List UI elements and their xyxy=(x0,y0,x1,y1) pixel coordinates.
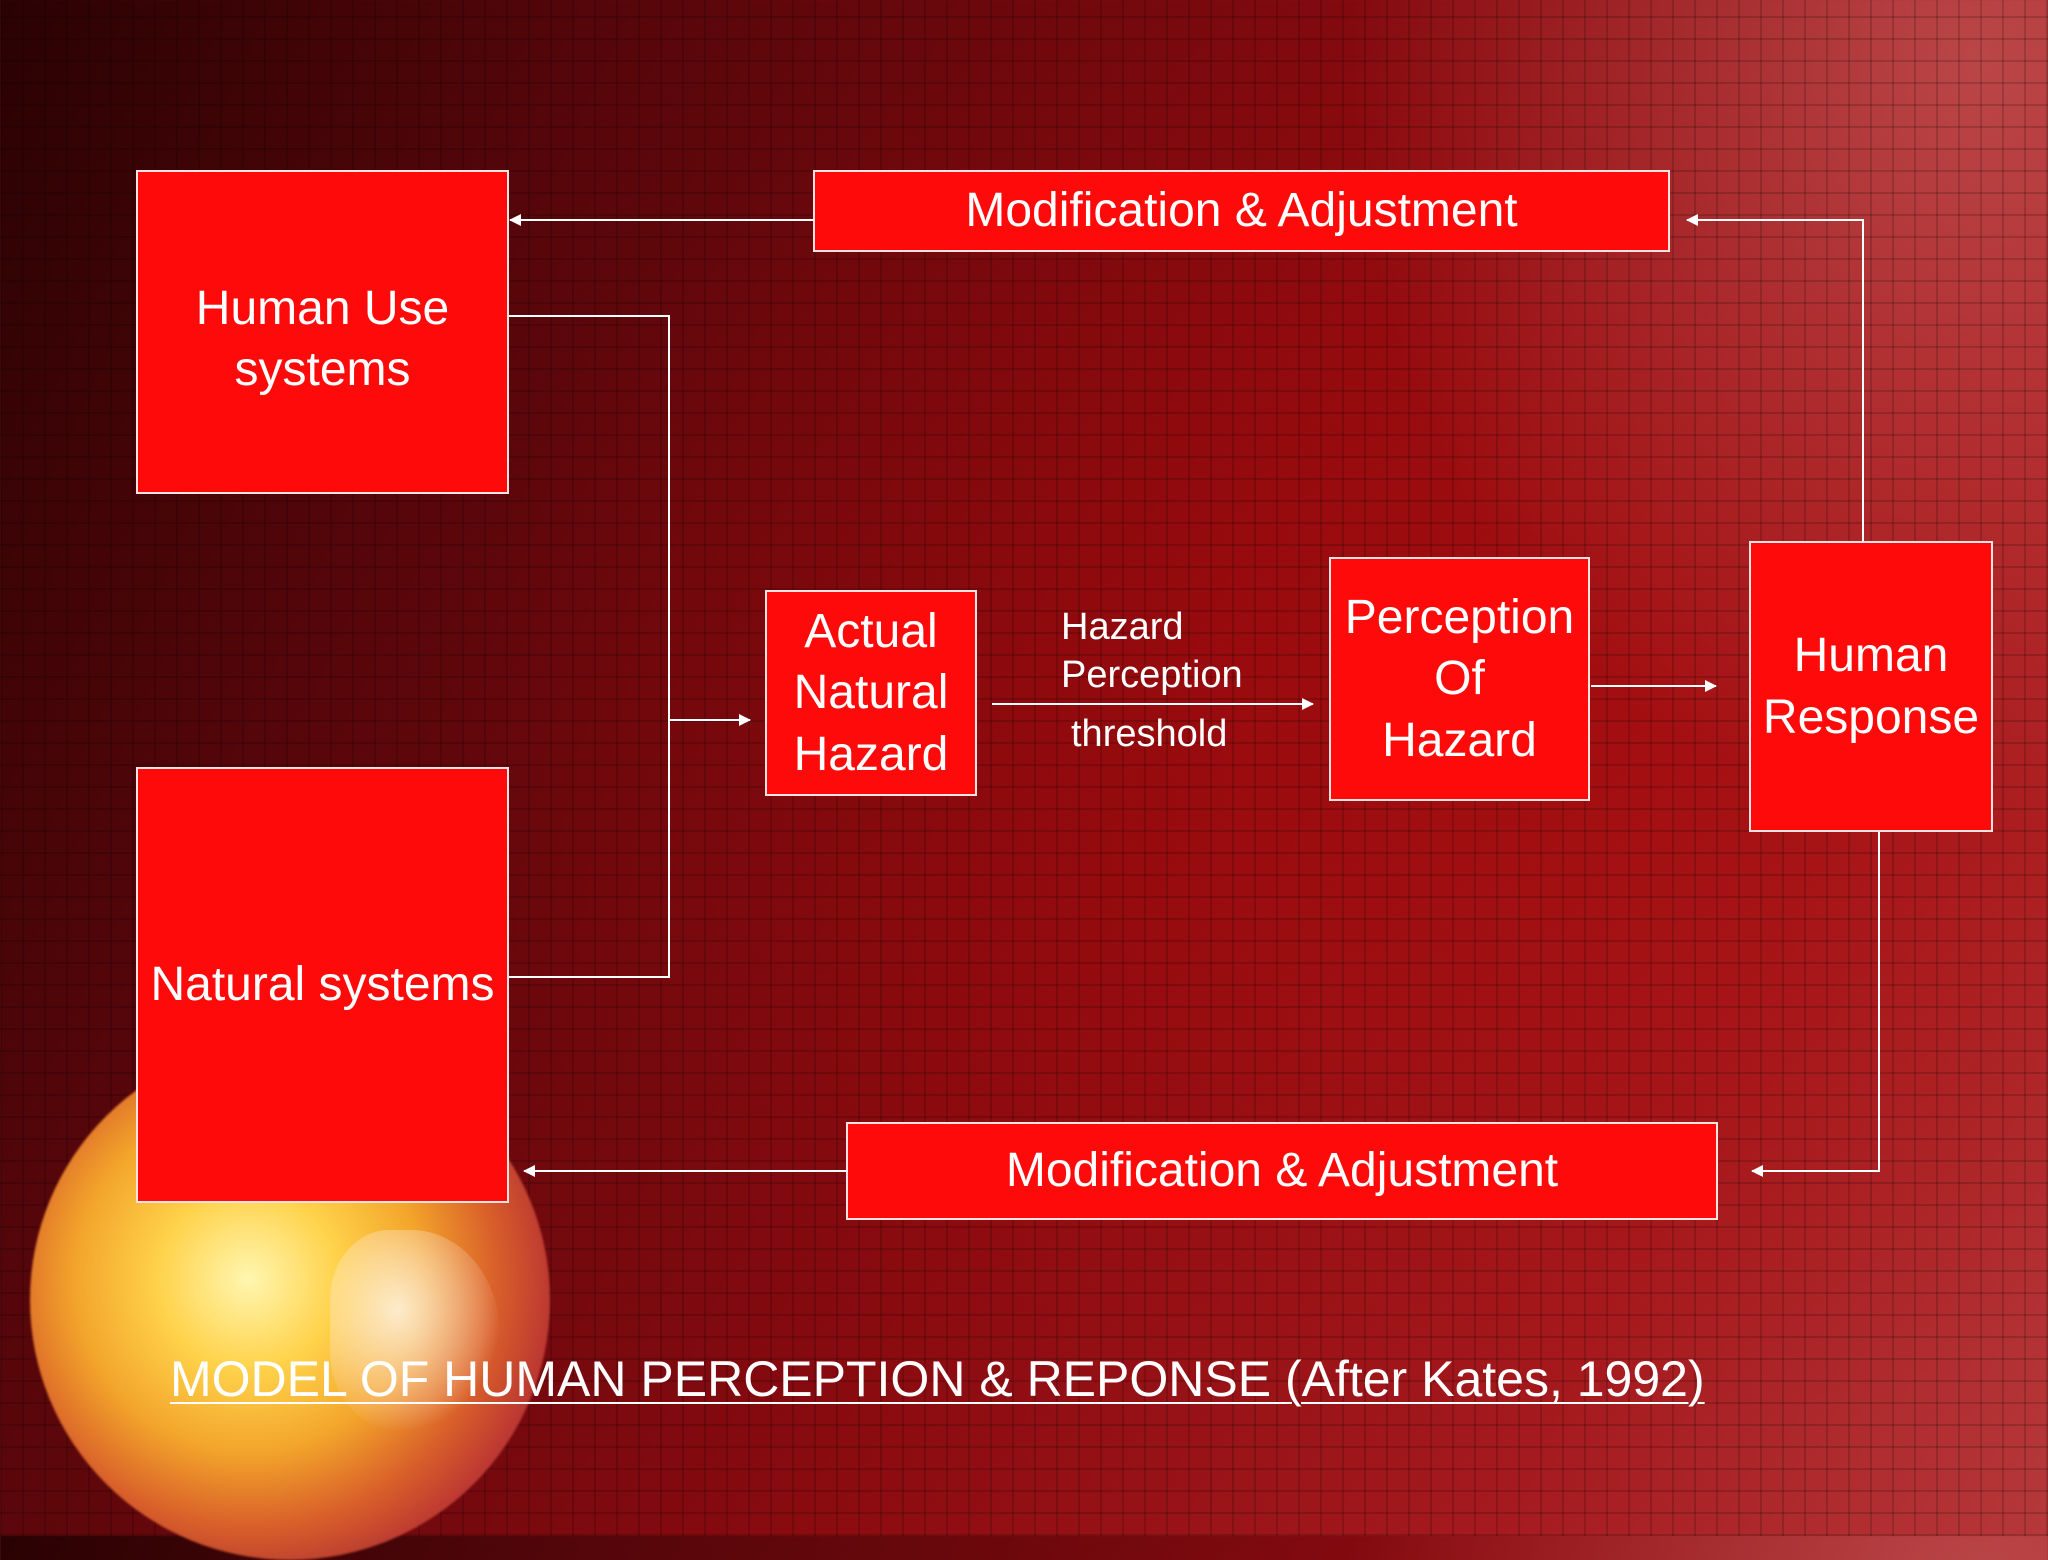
human-response-label: Human Response xyxy=(1762,629,1980,744)
connector-natural xyxy=(508,720,670,978)
threshold-label-hazard: Hazard xyxy=(1061,606,1184,648)
arrow-response-to-top-mod xyxy=(1686,214,1864,542)
human-use-systems-box: Human Use systems xyxy=(136,170,509,494)
modification-adjustment-bottom-label: Modification & Adjustment xyxy=(1005,1144,1559,1198)
natural-systems-box: Natural systems xyxy=(136,767,509,1203)
threshold-label-threshold: threshold xyxy=(1071,713,1228,755)
perception-of-hazard-label: Perception Of Hazard xyxy=(1344,590,1575,767)
actual-natural-hazard-box: Actual Natural Hazard xyxy=(765,590,977,796)
perception-of-hazard-box: Perception Of Hazard xyxy=(1329,557,1590,801)
globe-landmass xyxy=(330,1230,500,1430)
arrow-response-to-bottom-mod xyxy=(1751,832,1880,1177)
modification-adjustment-top-label: Modification & Adjustment xyxy=(965,184,1518,238)
human-use-systems-label: Human Use systems xyxy=(195,282,450,397)
human-response-box: Human Response xyxy=(1749,541,1993,832)
modification-adjustment-top-box: Modification & Adjustment xyxy=(813,170,1670,252)
connector-human-use xyxy=(508,315,670,720)
threshold-label-perception: Perception xyxy=(1061,654,1243,696)
actual-natural-hazard-label: Actual Natural Hazard xyxy=(793,604,949,781)
natural-systems-label: Natural systems xyxy=(150,958,495,1012)
diagram-caption: MODEL OF HUMAN PERCEPTION & REPONSE (Aft… xyxy=(170,1351,1705,1407)
modification-adjustment-bottom-box: Modification & Adjustment xyxy=(846,1122,1718,1220)
